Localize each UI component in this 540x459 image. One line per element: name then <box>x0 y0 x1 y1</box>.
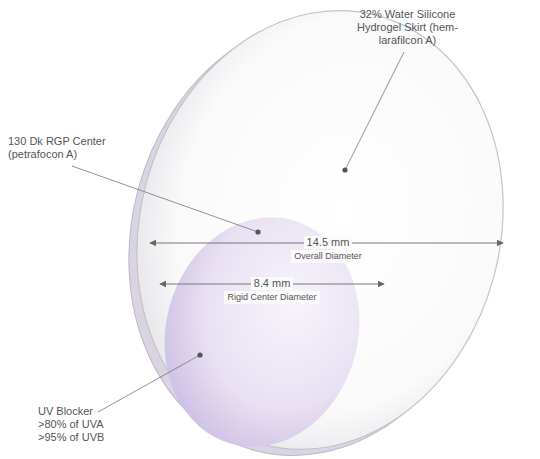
leader-dot <box>342 167 347 172</box>
dimension-caption: Rigid Center Diameter <box>224 291 319 304</box>
leader-line <box>72 166 258 232</box>
leader-dot <box>255 229 260 234</box>
leader-dot <box>197 352 202 357</box>
leader-line <box>98 355 200 412</box>
dimension-value: 8.4 mm <box>251 277 294 290</box>
lens-skirt <box>89 0 540 459</box>
leader-line <box>345 52 404 170</box>
dimension-value: 14.5 mm <box>304 236 353 249</box>
uv-label: UV Blocker >80% of UVA >95% of UVB <box>38 405 110 444</box>
rigid-center <box>139 195 385 459</box>
material-label: 130 Dk RGP Center (petrafocon A) <box>8 135 120 161</box>
dimension-caption: Overall Diameter <box>291 250 365 263</box>
material-label: 32% Water Silicone Hydrogel Skirt (hem-l… <box>345 8 470 47</box>
